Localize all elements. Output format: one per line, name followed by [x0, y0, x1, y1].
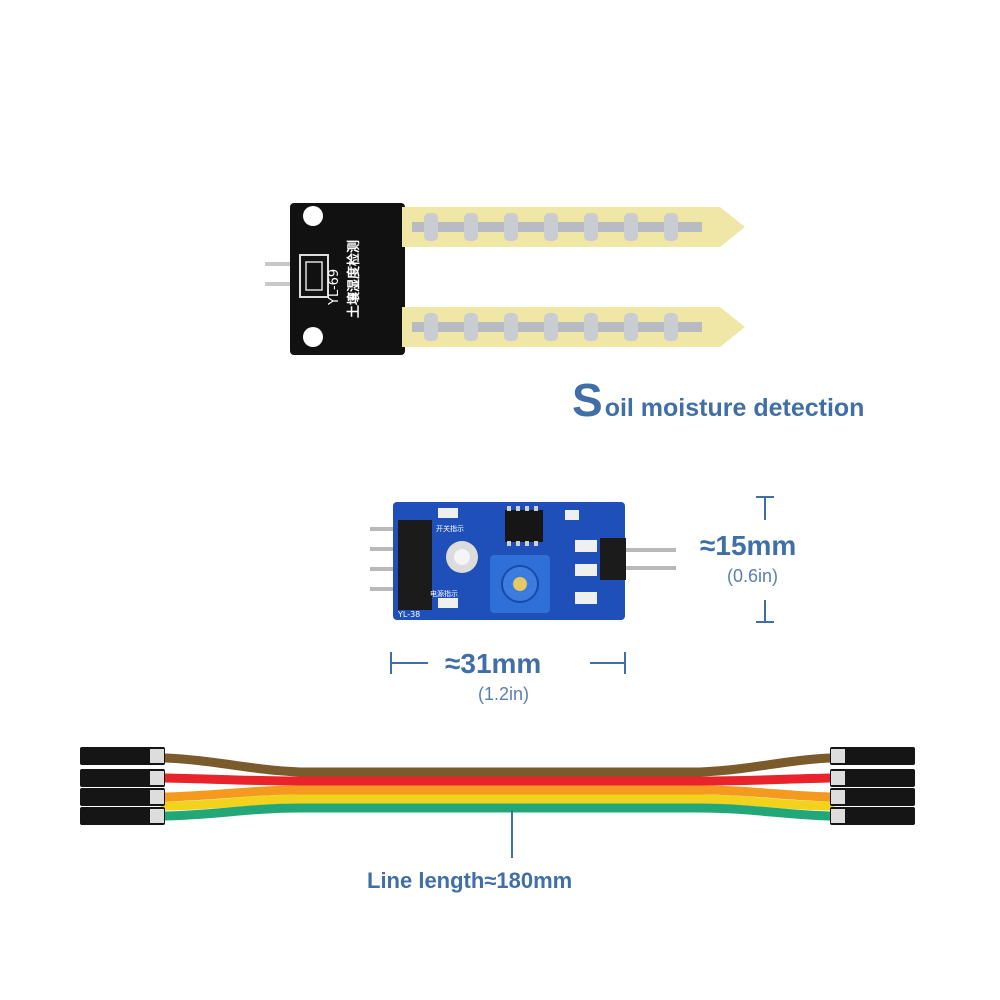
cable-length-label: Line length≈180mm [367, 868, 572, 893]
module-model-label: YL-38 [397, 610, 420, 619]
product-title: Soil moisture detection [572, 374, 864, 426]
height-mm-label: ≈15mm [700, 530, 796, 561]
height-inch-label: (0.6in) [727, 566, 778, 586]
jumper-wire [160, 785, 835, 802]
jumper-wire [160, 753, 835, 777]
jumper-wire [160, 794, 835, 811]
jumper-wire [160, 803, 835, 821]
probe-chinese-label: 土壤湿度检测 [346, 240, 362, 318]
width-inch-label: (1.2in) [478, 684, 529, 704]
probe-model-label: YL-69 [327, 269, 342, 306]
height-dimension [756, 496, 774, 623]
comparator-module: 开关指示 电源指示 YL-38 [370, 502, 676, 620]
soil-moisture-probe: YL-69 土壤湿度检测 [265, 203, 745, 355]
module-silk-bottom: 电源指示 [430, 589, 458, 598]
module-silk-top: 开关指示 [436, 524, 464, 533]
width-mm-label: ≈31mm [445, 648, 541, 679]
title-rest: oil moisture detection [605, 394, 865, 422]
dupont-jumper-cable [80, 747, 915, 825]
title-initial: S [572, 374, 603, 426]
jumper-wire [160, 773, 835, 786]
width-dimension [390, 652, 626, 674]
